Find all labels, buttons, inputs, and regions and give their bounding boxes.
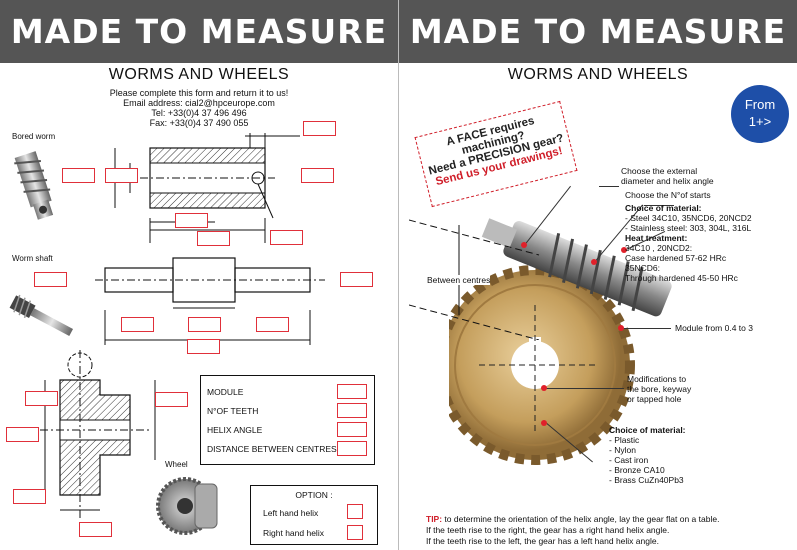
leader-starts-h — [644, 205, 674, 206]
worm-shaft-dim-3[interactable] — [256, 317, 289, 332]
heat-line-1: 34C10 , 20NCD2: — [625, 243, 693, 253]
worm-shaft-dim-left[interactable] — [34, 272, 67, 287]
badge-line-2: 1+> — [748, 114, 772, 129]
wheel-material-line-2: - Nylon — [609, 445, 636, 455]
teeth-label: N°OF TEETH — [207, 406, 259, 416]
bored-worm-label: Bored worm — [12, 132, 56, 141]
heat-line-3: 35NCD6: — [625, 263, 660, 273]
bored-worm-dim-length[interactable] — [197, 231, 230, 246]
worm-shaft-dim-1[interactable] — [121, 317, 154, 332]
between-centres-lines — [409, 219, 540, 340]
left-page: MADE TO MEASURE WORMS AND WHEELS Please … — [0, 0, 399, 550]
right-title: WORMS AND WHEELS — [507, 66, 689, 83]
callout-external-line-2: diameter and helix angle — [621, 176, 714, 186]
leader-module — [621, 328, 671, 329]
wheel-material-line-5: - Brass CuZn40Pb3 — [609, 475, 684, 485]
callout-wheel-material: Choice of material: - Plastic - Nylon - … — [609, 425, 686, 485]
wheel-dim-hub[interactable] — [155, 392, 188, 407]
leader-modifications — [544, 388, 624, 389]
worm-shaft-dim-2[interactable] — [188, 317, 221, 332]
wheel-dim-bore[interactable] — [13, 489, 46, 504]
intro-line: Please complete this form and return it … — [109, 88, 289, 98]
heat-line-2: Case hardened 57-62 HRc — [625, 253, 727, 263]
callout-worm-material: Choice of material: - Steel 34C10, 35NCD… — [625, 203, 752, 283]
tip-line-3: If the teeth rise to the left, the gear … — [426, 536, 659, 546]
distance-field[interactable] — [337, 441, 367, 456]
modifications-line-3: or tapped hole — [627, 394, 682, 404]
bored-worm-dim-right[interactable] — [301, 168, 334, 183]
quantity-badge: From 1+> — [731, 85, 789, 143]
modifications-line-1: Modifications to — [627, 374, 687, 384]
worm-shaft-label: Worm shaft — [12, 254, 53, 263]
tip-key: TIP: — [426, 514, 443, 524]
module-field[interactable] — [337, 384, 367, 399]
wheel-material-line-1: - Plastic — [609, 435, 640, 445]
callout-external: Choose the external diameter and helix a… — [621, 166, 714, 186]
callout-module: Module from 0.4 to 3 — [675, 323, 753, 333]
right-banner: MADE TO MEASURE — [399, 0, 797, 63]
left-hand-helix-label: Left hand helix — [263, 508, 319, 518]
right-page: MADE TO MEASURE WORMS AND WHEELS From 1+… — [399, 0, 797, 550]
worm-material-line-2: - Stainless steel: 303, 304L, 316L — [625, 223, 752, 233]
worm-material-title: Choice of material: — [625, 203, 702, 213]
fax-line: Fax: +33(0)4 37 490 055 — [149, 118, 249, 128]
right-hand-helix-checkbox[interactable] — [347, 525, 363, 540]
wheel-dim-outer[interactable] — [6, 427, 39, 442]
tip-note: TIP: to determine the orientation of the… — [426, 514, 719, 547]
worm-gear-photo — [449, 218, 672, 465]
badge-line-1: From — [744, 97, 776, 112]
helix-angle-label: HELIX ANGLE — [207, 425, 263, 435]
callout-starts: Choose the N°of starts — [625, 190, 711, 200]
bored-worm-drawing — [114, 133, 300, 243]
wheel-label: Wheel — [165, 460, 188, 469]
callout-modifications: Modifications to the bore, keyway or tap… — [627, 374, 691, 404]
wheel-material-line-4: - Bronze CA10 — [609, 465, 665, 475]
bored-worm-dim-bore[interactable] — [105, 168, 138, 183]
bored-worm-dim-outer[interactable] — [62, 168, 95, 183]
dot-external — [521, 242, 527, 248]
right-hand-helix-label: Right hand helix — [263, 528, 324, 538]
spec-form: MODULE N°OF TEETH HELIX ANGLE DISTANCE B… — [200, 375, 375, 465]
dot-material — [621, 247, 627, 253]
worm-shaft-dim-right[interactable] — [340, 272, 373, 287]
helix-angle-field[interactable] — [337, 422, 367, 437]
dot-starts — [591, 259, 597, 265]
worm-shaft-dim-total[interactable] — [187, 339, 220, 354]
left-hand-helix-checkbox[interactable] — [347, 504, 363, 519]
wheel-section-drawing — [40, 350, 156, 520]
left-title: WORMS AND WHEELS — [108, 66, 290, 83]
heat-line-4: Through hardened 45-50 HRc — [625, 273, 738, 283]
contact-block: Please complete this form and return it … — [0, 88, 398, 128]
worm-shaft-drawing — [95, 257, 325, 345]
option-box: OPTION : Left hand helix Right hand heli… — [250, 485, 378, 545]
dot-wheel-material — [541, 420, 547, 426]
option-title: OPTION : — [295, 490, 333, 500]
wheel-material-line-3: - Cast iron — [609, 455, 649, 465]
left-banner: MADE TO MEASURE — [0, 0, 398, 63]
tel-line: Tel: +33(0)4 37 496 496 — [151, 108, 247, 118]
bored-worm-dim-top[interactable] — [303, 121, 336, 136]
dot-module — [618, 325, 624, 331]
between-centres-label: Between centres — [427, 275, 491, 285]
leader-external-h — [599, 186, 619, 187]
email-line: Email address: cial2@hpceurope.com — [123, 98, 275, 108]
wheel-material-title: Choice of material: — [609, 425, 686, 435]
teeth-field[interactable] — [337, 403, 367, 418]
wheel-dim-top[interactable] — [25, 391, 58, 406]
heat-treatment-title: Heat treatment: — [625, 233, 688, 243]
worm-shaft-photo — [9, 294, 74, 337]
wheel-photo — [156, 477, 218, 535]
wheel-dim-width[interactable] — [79, 522, 112, 537]
worm-material-line-1: - Steel 34C10, 35NCD6, 20NCD2 — [625, 213, 752, 223]
bored-worm-photo — [14, 151, 54, 220]
tip-line-1: to determine the orientation of the heli… — [442, 514, 720, 524]
distance-label: DISTANCE BETWEEN CENTRES — [207, 444, 337, 454]
dot-modifications — [541, 385, 547, 391]
module-label: MODULE — [207, 387, 244, 397]
bored-worm-dim-bore-length[interactable] — [175, 213, 208, 228]
tip-line-2: If the teeth rise to the right, the gear… — [426, 525, 670, 535]
bored-worm-dim-hole[interactable] — [270, 230, 303, 245]
callout-external-line-1: Choose the external — [621, 166, 698, 176]
modifications-line-2: the bore, keyway — [627, 384, 692, 394]
